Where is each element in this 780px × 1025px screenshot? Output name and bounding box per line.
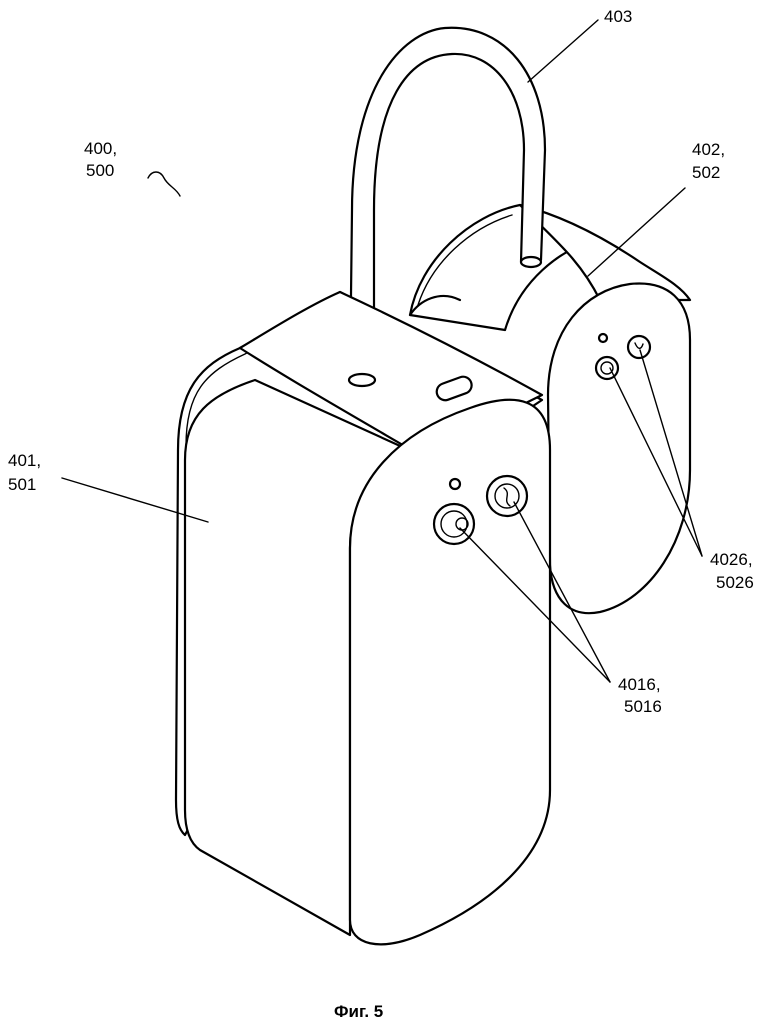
first-body [176, 292, 550, 944]
label-400: 400, [84, 139, 117, 158]
label-5026: 5026 [716, 573, 754, 592]
label-5016: 5016 [624, 697, 662, 716]
label-500: 500 [86, 161, 114, 180]
label-401: 401, [8, 451, 41, 470]
figure-caption: Фиг. 5 [334, 1002, 383, 1021]
label-502: 502 [692, 163, 720, 182]
label-403: 403 [604, 7, 632, 26]
label-4026: 4026, [710, 550, 753, 569]
label-501: 501 [8, 475, 36, 494]
label-402: 402, [692, 140, 725, 159]
label-4016: 4016, [618, 675, 661, 694]
